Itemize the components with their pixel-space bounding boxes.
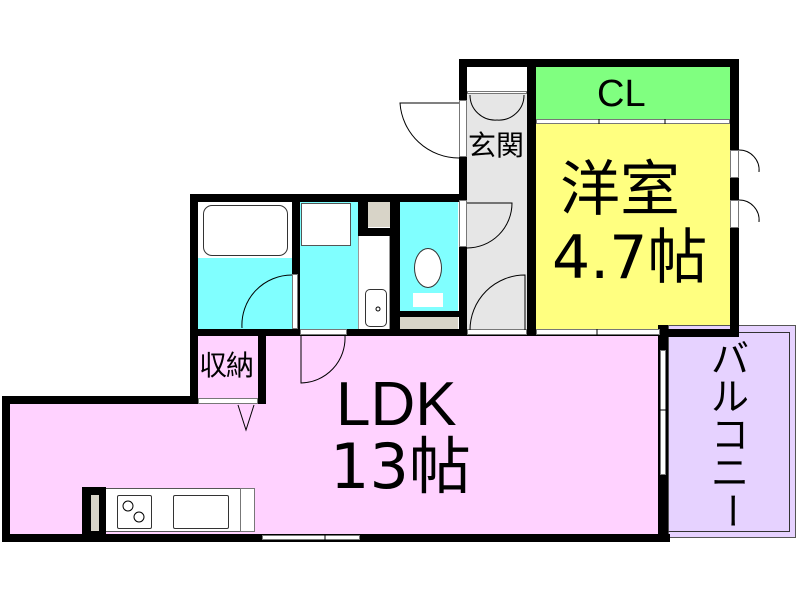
balcony-char: ニ <box>710 451 749 495</box>
wall <box>400 311 460 317</box>
ldk-room-upper <box>262 335 665 405</box>
wall <box>527 59 536 334</box>
refrigerator-slot <box>91 495 99 531</box>
wall <box>658 329 739 337</box>
bathroom-door-frame <box>292 274 298 329</box>
closet <box>536 67 730 119</box>
entrance-step <box>467 91 527 94</box>
balcony-char: ル <box>710 375 749 419</box>
toilet-tank <box>413 293 443 307</box>
toilet-shelf <box>400 317 458 329</box>
western-room <box>536 124 730 329</box>
bathroom <box>198 258 292 329</box>
wall <box>358 194 368 236</box>
western-room-name-label: 洋室 <box>560 155 680 225</box>
wall <box>258 329 266 404</box>
ldk-name-label: LDK <box>336 370 457 439</box>
western-room-sliding-door[interactable] <box>536 329 660 335</box>
wall <box>390 194 400 334</box>
wall <box>2 396 198 404</box>
washing-machine <box>301 203 351 246</box>
balcony-char: ー <box>708 492 752 530</box>
wall <box>190 329 198 404</box>
bathtub <box>203 205 288 256</box>
kitchen-side-panel <box>240 488 255 532</box>
wall <box>459 59 467 334</box>
entrance-front-door-frame <box>459 100 467 157</box>
wall <box>190 194 198 334</box>
wall <box>358 228 392 236</box>
balcony-char: コ <box>710 413 749 457</box>
balcony-char: バ <box>710 337 749 381</box>
wall <box>190 329 670 336</box>
wall <box>292 194 300 329</box>
toilet-bowl <box>414 248 442 288</box>
western-room-window-1[interactable] <box>730 150 739 178</box>
toilet-door-frame <box>459 200 467 247</box>
entrance-bottom-opening <box>467 329 527 335</box>
kitchen-sink <box>173 495 229 529</box>
storage-label: 収納 <box>199 349 254 382</box>
balcony-sliding-window[interactable] <box>660 350 666 475</box>
ldk-size-label: 13帖 <box>330 430 471 503</box>
entrance-label: 玄関 <box>468 129 525 162</box>
ldk-bottom-window[interactable] <box>262 535 360 540</box>
balcony-label: バ ル コ ニ ー <box>700 340 760 535</box>
washroom-cabinet <box>367 202 392 227</box>
washroom-door-opening[interactable] <box>300 329 347 335</box>
stove <box>117 495 152 529</box>
wash-basin <box>365 289 387 327</box>
wall <box>190 194 467 202</box>
entrance-shoe-area <box>467 67 527 93</box>
closet-label: CL <box>597 73 646 115</box>
western-room-window-2[interactable] <box>730 200 739 228</box>
closet-sliding-door[interactable] <box>536 119 730 124</box>
western-room-size-label: 4.7帖 <box>552 223 708 293</box>
wall <box>2 396 10 542</box>
balcony <box>668 325 796 538</box>
storage-room <box>198 336 258 402</box>
wall <box>459 59 739 67</box>
storage-door[interactable] <box>198 398 258 404</box>
wall <box>730 59 739 336</box>
